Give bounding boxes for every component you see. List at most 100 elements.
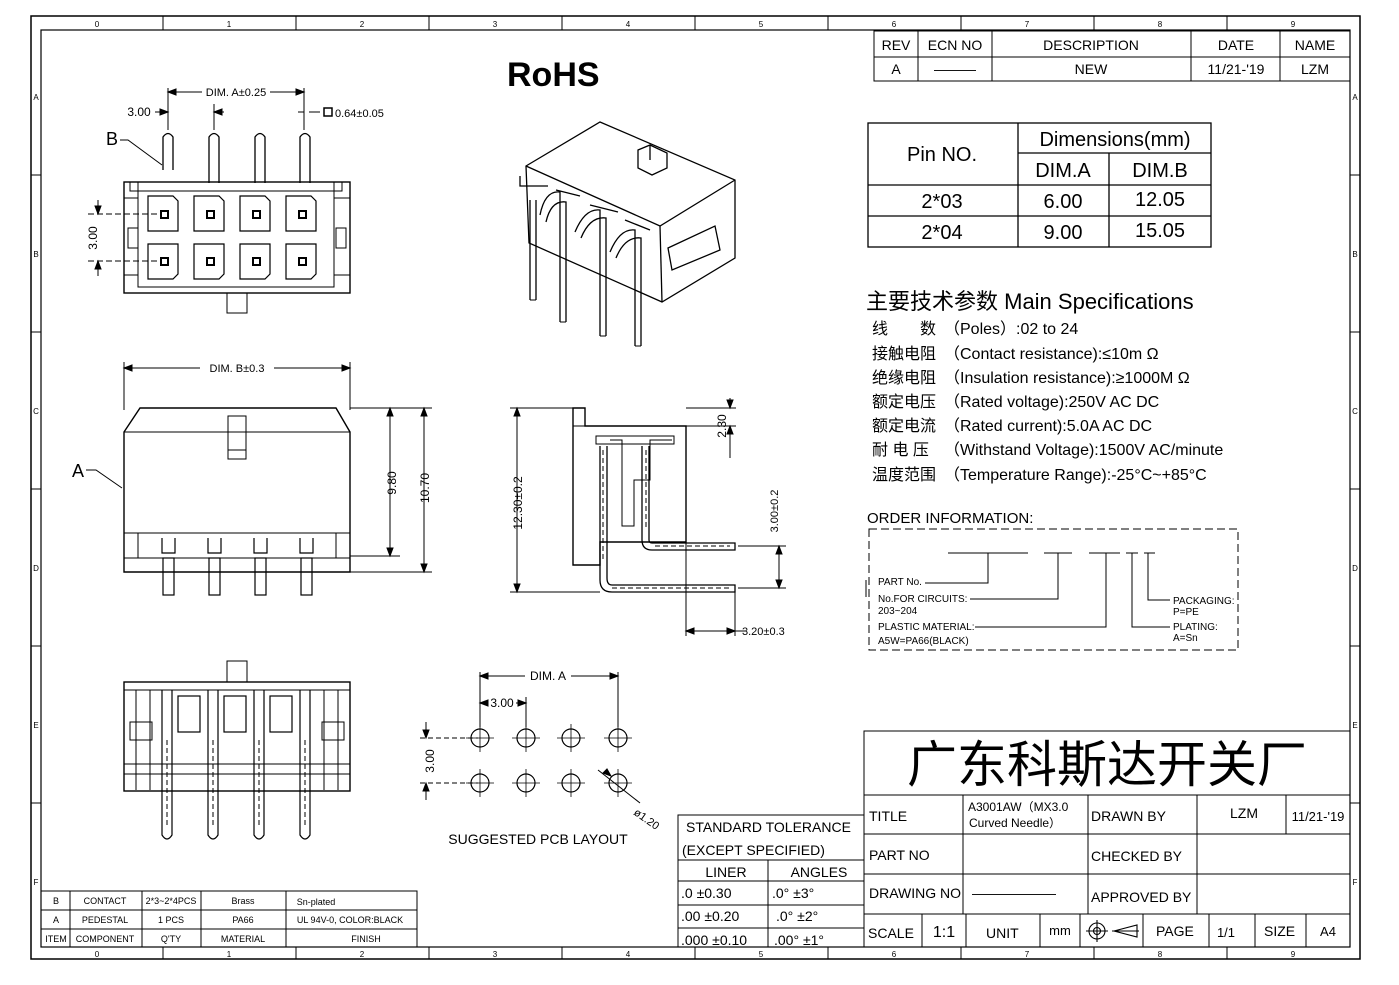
zone-right-a: A — [1352, 93, 1358, 102]
zone-right-f: F — [1353, 878, 1358, 887]
page-label: PAGE — [1156, 923, 1194, 939]
tolerance-angle-1: .0° ±3° — [772, 885, 814, 901]
pin-row-1-pins: 2*03 — [921, 191, 962, 213]
rohs-mark: RoHS — [507, 56, 600, 94]
bom-b-qty: 2*3~2*4PCS — [146, 896, 197, 906]
order-plating: PLATING: — [1173, 622, 1218, 633]
ecn-value: ——— — [934, 61, 976, 77]
pin-square-label: 0.64±0.05 — [335, 108, 384, 120]
dim-320-label: 3.20±0.3 — [742, 626, 785, 638]
order-circuits: No.FOR CIRCUITS: — [878, 594, 967, 605]
dim-230-label: 2.30 — [715, 414, 729, 438]
pcb-row-pitch-label: 3.00 — [423, 749, 437, 773]
pin-no-header: Pin NO. — [907, 144, 977, 166]
zone-bot-3: 3 — [493, 950, 498, 959]
pin-dimension-table: Pin NO. Dimensions(mm) DIM.A DIM.B 2*03 … — [867, 122, 1212, 248]
dim-1230-label: 12.30±0.2 — [511, 476, 525, 530]
spec-7-cn: 温度范围 — [872, 466, 936, 484]
name-header: NAME — [1295, 37, 1335, 53]
zone-bot-8: 8 — [1158, 950, 1163, 959]
unit-label: UNIT — [986, 925, 1019, 941]
spec-2-en: （Contact resistance):≤10m Ω — [944, 345, 1159, 363]
front-view-drawing: DIM. B±0.3 A 9.80 10.70 — [72, 362, 432, 596]
bom-a-component: PEDESTAL — [82, 915, 128, 925]
order-part-no: PART No. — [878, 577, 922, 588]
zone-top-0: 0 — [95, 20, 100, 29]
page-value: 1/1 — [1217, 925, 1235, 940]
title-value-line1: A3001AW（MX3.0 — [968, 800, 1069, 814]
bom-a-qty: 1 PCS — [158, 915, 184, 925]
dim-b-header: DIM.B — [1132, 160, 1188, 182]
pcb-pitch-label: 3.00 — [490, 696, 514, 710]
bom-a-finish: UL 94V-0, COLOR:BLACK — [297, 915, 403, 925]
zone-left-e: E — [33, 721, 38, 730]
title-value-line2: Curved Needle） — [969, 816, 1061, 830]
drawing-no-label: DRAWING NO — [869, 885, 961, 901]
dim-a-tol-label: DIM. A±0.25 — [206, 87, 266, 99]
size-label: SIZE — [1264, 923, 1295, 939]
drawn-by-name: LZM — [1230, 805, 1258, 821]
checked-by-label: CHECKED BY — [1091, 848, 1183, 864]
pin-row-2-pins: 2*04 — [921, 222, 962, 244]
zone-labels: 0 1 2 3 4 5 6 7 8 9 0 1 2 3 4 5 6 7 8 9 … — [33, 20, 1358, 959]
part-no-label: PART NO — [869, 847, 930, 863]
tolerance-title: STANDARD TOLERANCE — [686, 819, 851, 835]
isometric-view-drawing — [519, 121, 736, 347]
zone-bot-1: 1 — [227, 950, 232, 959]
bom-table: B CONTACT 2*3~2*4PCS Brass Sn-plated A P… — [40, 890, 418, 948]
side-view-drawing: 2.30 12.30±0.2 3.00±0.2 3.20±0.3 — [510, 398, 786, 638]
tolerance-liner-header: LINER — [705, 864, 746, 880]
height-1070-label: 10.70 — [418, 473, 432, 503]
bottom-view-drawing — [123, 660, 351, 840]
date-value: 11/21-'19 — [1208, 61, 1265, 77]
name-value: LZM — [1301, 61, 1329, 77]
zone-bot-7: 7 — [1025, 950, 1030, 959]
order-circuits-range: 203~204 — [878, 606, 918, 617]
height-980-label: 9.80 — [385, 471, 399, 495]
ecn-header: ECN NO — [928, 37, 983, 53]
bom-b-component: CONTACT — [84, 896, 127, 906]
tolerance-liner-1: .0 ±0.30 — [681, 885, 732, 901]
zone-right-d: D — [1352, 564, 1358, 573]
zone-left-f: F — [34, 878, 39, 887]
spec-1-cn: 线 数 — [872, 320, 936, 338]
zone-left-d: D — [33, 564, 39, 573]
description-header: DESCRIPTION — [1043, 37, 1139, 53]
zone-right-e: E — [1352, 721, 1357, 730]
drawn-by-label: DRAWN BY — [1091, 808, 1167, 824]
order-title: ORDER INFORMATION: — [867, 510, 1033, 527]
order-packaging: PACKAGING: — [1173, 596, 1235, 607]
pin-row-2-dim-a: 9.00 — [1044, 222, 1083, 244]
tolerance-angle-3: .00° ±1° — [774, 932, 824, 948]
tolerance-angle-2: .0° ±2° — [776, 908, 818, 924]
spec-7-en: （Temperature Range):-25°C~+85°C — [944, 466, 1207, 484]
drawing-no-value: —————— — [972, 885, 1056, 901]
zone-ticks — [31, 16, 1360, 959]
title-block: 广东科斯达开关厂 TITLE A3001AW（MX3.0 Curved Need… — [863, 730, 1350, 947]
hole-diameter-label: ø1.20 — [631, 807, 661, 833]
bom-a-material: PA66 — [232, 915, 253, 925]
bom-b-finish: Sn-plated — [297, 897, 336, 907]
bom-component-header: COMPONENT — [76, 934, 135, 944]
zone-top-6: 6 — [892, 20, 897, 29]
zone-top-2: 2 — [360, 20, 365, 29]
spec-1-en: （Poles）:02 to 24 — [944, 320, 1078, 338]
row-pitch-label: 3.00 — [86, 226, 100, 250]
unit-value: mm — [1049, 923, 1071, 938]
pcb-dim-a-label: DIM. A — [530, 669, 566, 683]
pcb-layout-caption: SUGGESTED PCB LAYOUT — [448, 831, 628, 847]
zone-top-1: 1 — [227, 20, 232, 29]
approved-by-label: APPROVED BY — [1091, 889, 1192, 905]
zone-right-c: C — [1352, 407, 1358, 416]
zone-left-c: C — [33, 407, 39, 416]
zone-top-7: 7 — [1025, 20, 1030, 29]
order-plastic-value: A5W=PA66(BLACK) — [878, 636, 969, 647]
zone-bot-9: 9 — [1291, 950, 1296, 959]
zone-top-5: 5 — [759, 20, 764, 29]
zone-top-8: 8 — [1158, 20, 1163, 29]
zone-left-b: B — [33, 250, 38, 259]
order-plating-value: A=Sn — [1173, 633, 1198, 644]
zone-left-a: A — [33, 93, 39, 102]
scale-value: 1:1 — [933, 924, 955, 941]
